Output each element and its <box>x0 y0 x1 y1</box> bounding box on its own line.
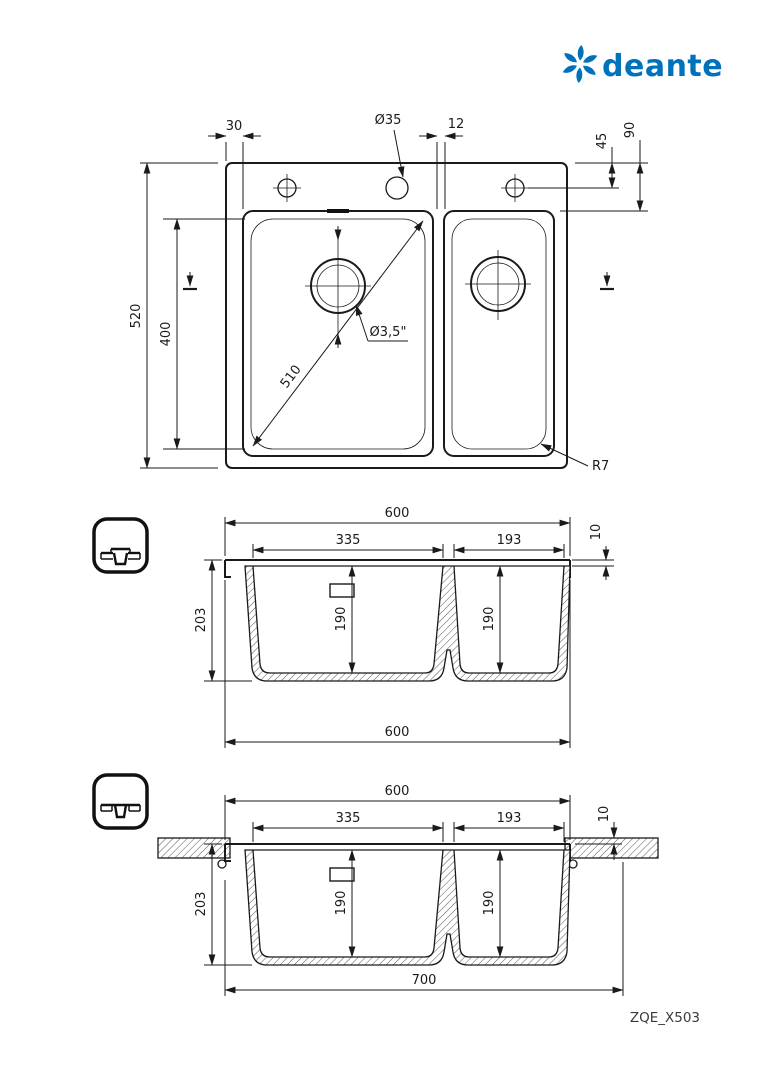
dim-label-190-left: 190 <box>334 607 349 632</box>
dim-hole-diameter: Ø35 <box>375 113 405 178</box>
countertop-right <box>564 837 659 859</box>
top-view: 30 Ø35 12 45 90 <box>129 113 648 474</box>
drain-centreline-mark-right <box>600 272 614 291</box>
dim-label-30: 30 <box>226 119 243 134</box>
dim-600-top: 600 <box>224 506 571 556</box>
countertop-left <box>157 837 231 859</box>
dim-600-bottom: 600 <box>224 580 571 748</box>
overflow-opening <box>329 583 355 598</box>
dim-190-left-flush: 190 <box>334 849 356 958</box>
dim-label-10-flush: 10 <box>597 806 612 823</box>
dim-520: 520 <box>129 162 218 469</box>
dim-label-90: 90 <box>623 122 638 139</box>
section-flush-mount-view: 600 335 193 10 203 190 <box>92 773 659 996</box>
dim-10-flush: 10 <box>575 806 622 860</box>
dim-190-right-flush: 190 <box>482 849 504 958</box>
dim-190-left: 190 <box>334 565 356 674</box>
dim-r7: R7 <box>540 443 609 474</box>
sink-wall-section <box>244 565 571 682</box>
brand-flower-icon <box>562 45 598 83</box>
model-number: ZQE_X503 <box>630 1010 700 1026</box>
dim-label-335-flush: 335 <box>336 811 361 826</box>
bowl-left-bottom <box>250 218 426 450</box>
drain-right <box>465 250 531 320</box>
tap-hole-left <box>273 174 301 202</box>
sink-outline <box>225 162 568 469</box>
dim-label-400: 400 <box>159 322 174 347</box>
dim-label-700: 700 <box>412 973 437 988</box>
dim-203-flush: 203 <box>194 843 252 966</box>
brand-name: deante <box>602 49 723 84</box>
dim-335-flush: 335 <box>252 811 444 842</box>
dim-600-top-flush: 600 <box>224 784 571 840</box>
tap-hole-right <box>501 174 529 202</box>
drain-left <box>305 226 371 348</box>
dim-700: 700 <box>224 862 624 996</box>
dim-label-10: 10 <box>589 524 604 541</box>
dim-label-193: 193 <box>497 533 522 548</box>
dim-90: 90 <box>560 122 648 212</box>
sink-wall-section-flush <box>244 849 571 966</box>
mounting-clip-left <box>217 859 227 869</box>
dim-label-190-right: 190 <box>482 607 497 632</box>
dim-30: 30 <box>208 119 261 209</box>
flush-mount-icon <box>92 773 149 830</box>
dim-label-190-left-flush: 190 <box>334 891 349 916</box>
section-top-mount-view: 600 335 193 10 203 190 <box>92 506 614 748</box>
dim-label-600-bottom: 600 <box>385 725 410 740</box>
dim-label-600-top: 600 <box>385 506 410 521</box>
dim-label-45: 45 <box>595 133 610 150</box>
dim-label-203: 203 <box>194 608 209 633</box>
dim-193-flush: 193 <box>453 811 565 842</box>
dim-400: 400 <box>159 218 245 450</box>
dim-label-o35: Ø35 <box>375 113 402 128</box>
dim-203: 203 <box>194 559 252 682</box>
dim-12: 12 <box>419 117 464 209</box>
dim-45: 45 <box>528 133 648 189</box>
dim-335: 335 <box>252 533 444 558</box>
dim-label-193-flush: 193 <box>497 811 522 826</box>
dim-label-203-flush: 203 <box>194 892 209 917</box>
bowl-right-bottom <box>451 218 547 450</box>
dim-label-510: 510 <box>278 362 305 391</box>
dim-190-right: 190 <box>482 565 504 674</box>
bowl-right-rim <box>443 210 555 457</box>
brand-logo: deante <box>562 45 723 84</box>
dim-label-520: 520 <box>129 304 144 329</box>
dim-label-drain: Ø3,5" <box>370 325 407 340</box>
dim-10: 10 <box>572 524 614 580</box>
drain-centreline-mark-left <box>183 272 197 291</box>
dim-label-r7: R7 <box>592 459 609 474</box>
dim-label-335: 335 <box>336 533 361 548</box>
dim-label-12: 12 <box>448 117 465 132</box>
faucet-hole <box>385 176 409 200</box>
top-mount-icon <box>92 517 149 574</box>
overflow-opening-flush <box>329 867 355 882</box>
dim-label-190-right-flush: 190 <box>482 891 497 916</box>
dim-drain-size: Ø3,5" <box>355 304 408 342</box>
dim-label-600-flush: 600 <box>385 784 410 799</box>
dim-193: 193 <box>453 533 565 558</box>
rim-left-edge <box>224 560 231 578</box>
